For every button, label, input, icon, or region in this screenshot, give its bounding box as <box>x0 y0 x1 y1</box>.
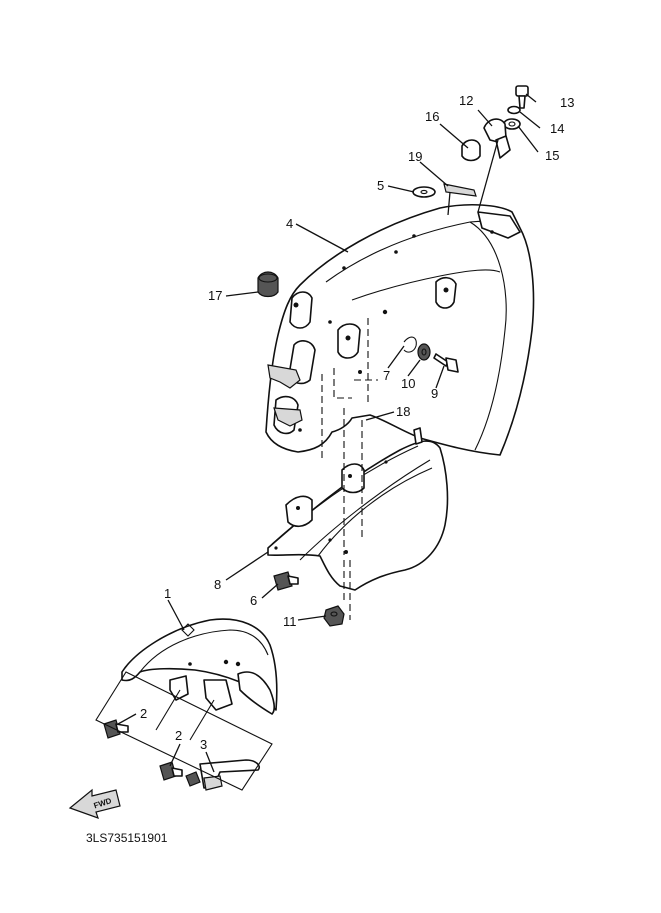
callout-18: 18 <box>396 404 410 419</box>
bracket-12[interactable] <box>483 118 511 159</box>
callout-6: 6 <box>250 593 257 608</box>
bolt-13[interactable] <box>515 85 529 109</box>
bracket-3[interactable] <box>185 759 261 791</box>
inner-fender[interactable] <box>267 427 449 591</box>
grommet-17[interactable] <box>257 271 279 298</box>
diagram-code: 3LS735151901 <box>86 831 168 845</box>
bolt-6[interactable] <box>273 571 299 591</box>
callout-16: 16 <box>425 109 439 124</box>
plate-19[interactable] <box>443 183 477 197</box>
callouts: 1 2 2 3 4 5 6 7 8 9 10 11 12 13 14 15 16… <box>140 93 574 752</box>
callout-10: 10 <box>401 376 415 391</box>
bolt-2-upper[interactable] <box>103 719 129 739</box>
callout-11: 11 <box>283 614 297 629</box>
callout-15: 15 <box>545 148 559 163</box>
callout-14: 14 <box>550 121 564 136</box>
callout-13: 13 <box>560 95 574 110</box>
rear-fender[interactable] <box>265 204 535 456</box>
callout-5: 5 <box>377 178 384 193</box>
bolt-9[interactable] <box>433 353 459 373</box>
washer-10[interactable] <box>417 343 431 361</box>
callout-3: 3 <box>200 737 207 752</box>
callout-7: 7 <box>383 368 390 383</box>
front-fender[interactable] <box>121 618 278 715</box>
lock-washer-14[interactable] <box>507 105 521 115</box>
bolt-2-lower[interactable] <box>159 761 183 781</box>
nut-11[interactable] <box>323 605 345 627</box>
washer-5[interactable] <box>412 186 436 198</box>
callout-19: 19 <box>408 149 422 164</box>
callout-2-lower: 2 <box>175 728 182 743</box>
cap-nut-16[interactable] <box>461 139 481 162</box>
callout-9: 9 <box>431 386 438 401</box>
callout-1: 1 <box>164 586 171 601</box>
callout-17: 17 <box>208 288 222 303</box>
clip-7[interactable] <box>403 336 417 353</box>
alignment-lines <box>321 318 378 620</box>
assembly-box <box>95 671 273 791</box>
fwd-arrow-icon: FWD <box>68 788 121 819</box>
leader-lines <box>117 93 541 773</box>
callout-4: 4 <box>286 216 293 231</box>
callout-8: 8 <box>214 577 221 592</box>
callout-2-upper: 2 <box>140 706 147 721</box>
callout-12: 12 <box>459 93 473 108</box>
washer-15[interactable] <box>503 118 521 130</box>
